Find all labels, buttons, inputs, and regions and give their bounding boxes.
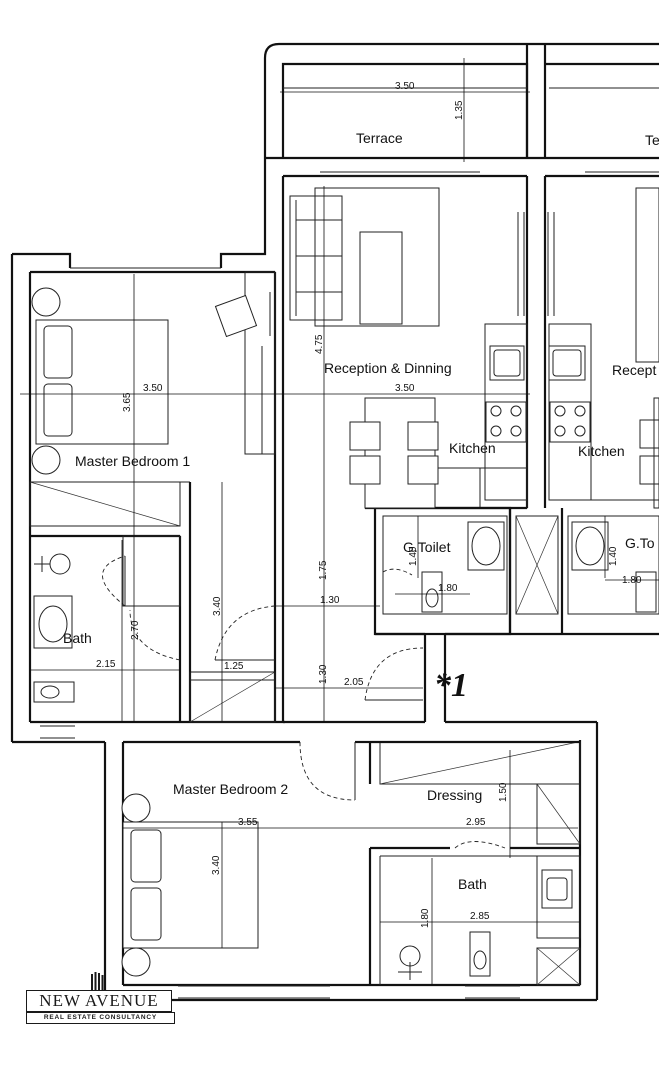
dim-gtoilet-width: 1.80: [438, 583, 458, 594]
label-kitchen-neighbor: Kitchen: [578, 443, 625, 459]
label-terrace-neighbor: Te: [645, 132, 659, 148]
logo-tagline: REAL ESTATE CONSULTANCY: [26, 1012, 175, 1024]
dim-bedroom2-width: 3.55: [238, 817, 258, 828]
dim-gtoilet-neighbor-depth: 1.40: [608, 546, 619, 566]
dimension-lines: [20, 58, 659, 985]
dim-hall-depth: 1.75: [318, 560, 329, 580]
dim-terrace-depth: 1.35: [454, 100, 465, 120]
dim-dressing-width: 2.95: [466, 817, 486, 828]
dim-corridor-depth: 3.40: [212, 596, 223, 616]
dim-gtoilet-depth: 1.40: [408, 546, 419, 566]
dimension-labels: 3.50 1.35 4.75 3.50 3.50 3.65 2.70 2.15 …: [96, 81, 642, 928]
dim-gtoilet-neighbor-width: 1.80: [622, 575, 642, 586]
dim-bedroom2-depth: 3.40: [211, 855, 222, 875]
label-reception-neighbor: Recept: [612, 362, 656, 378]
dim-bath1-width: 2.15: [96, 659, 116, 670]
unit-annotation: *1: [434, 667, 468, 704]
armchair: [214, 294, 258, 338]
new-avenue-logo: NEW AVENUE REAL ESTATE CONSULTANCY: [26, 972, 175, 1024]
dim-bath2-depth: 1.80: [420, 908, 431, 928]
label-master-bedroom-1: Master Bedroom 1: [75, 453, 190, 469]
logo-name: NEW AVENUE: [26, 990, 172, 1012]
label-guest-toilet: G.Toilet: [403, 539, 451, 555]
dim-entry-depth: 1.30: [318, 664, 329, 684]
dim-reception-width: 3.50: [395, 383, 415, 394]
dim-entry-width: 2.05: [344, 677, 364, 688]
coffee-table: [359, 231, 403, 325]
label-guest-toilet-neighbor: G.To: [625, 535, 655, 551]
room-labels: Terrace Te Reception & Dinning Recept Ki…: [63, 130, 659, 892]
dim-hall-width: 1.30: [320, 595, 340, 606]
dim-bedroom1-width: 3.50: [143, 383, 163, 394]
dining-table: [364, 397, 436, 509]
label-terrace: Terrace: [356, 130, 403, 146]
doors: [102, 555, 506, 849]
label-dressing: Dressing: [427, 787, 482, 803]
dim-bath2-width: 2.85: [470, 911, 490, 922]
interior-walls: [29, 212, 659, 986]
windows: [40, 171, 659, 999]
label-master-bedroom-2: Master Bedroom 2: [173, 781, 288, 797]
furniture: [31, 187, 659, 980]
dim-terrace-width: 3.50: [395, 81, 415, 92]
dim-dressing-depth: 1.50: [498, 782, 509, 802]
building-icon: [91, 972, 104, 990]
dim-bedroom1-depth: 3.65: [122, 392, 133, 412]
dim-corridor-width: 1.25: [224, 661, 244, 672]
sofa: [289, 195, 343, 321]
label-kitchen: Kitchen: [449, 440, 496, 456]
dim-bath1-depth: 2.70: [130, 620, 141, 640]
label-reception: Reception & Dinning: [324, 360, 452, 376]
label-bath-1: Bath: [63, 630, 92, 646]
label-bath-2: Bath: [458, 876, 487, 892]
dim-reception-depth: 4.75: [314, 334, 325, 354]
